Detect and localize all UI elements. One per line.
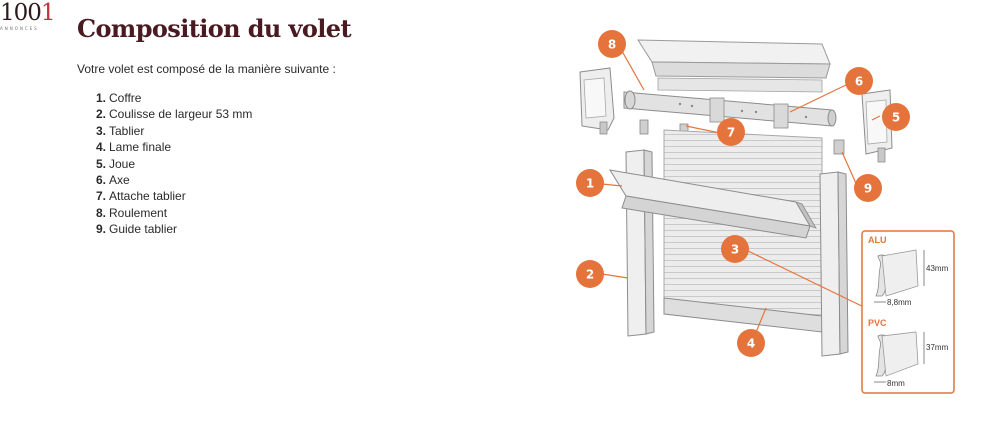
pvc-thickness: 8mm — [887, 379, 905, 388]
list-item: 2.Coulisse de largeur 53 mm — [95, 107, 253, 122]
guide-tablier-part — [833, 139, 845, 155]
badge-3: 3 — [721, 235, 749, 263]
back-rail-part — [657, 77, 823, 93]
right-joue-part — [861, 89, 893, 163]
pvc-slat-profile — [874, 331, 925, 383]
badge-5: 5 — [882, 103, 910, 131]
badge-9: 9 — [854, 174, 882, 202]
svg-text:9: 9 — [864, 182, 872, 196]
badge-6: 6 — [845, 67, 873, 95]
brand-logo[interactable]: 1001 ANNONCES — [0, 2, 70, 32]
slat-dimension-inset: ALU 43mm 8,8mm PVC 37mm 8mm — [861, 230, 955, 394]
intro-text: Votre volet est composé de la manière su… — [77, 62, 336, 76]
coffre-front-part — [608, 169, 817, 239]
page-title: Composition du volet — [77, 14, 352, 43]
badge-2: 2 — [576, 260, 604, 288]
badge-8: 8 — [598, 30, 626, 58]
logo-tagline: ANNONCES — [0, 26, 39, 31]
list-item: 3.Tablier — [95, 123, 145, 138]
pvc-title: PVC — [868, 318, 887, 328]
list-item: 1.Coffre — [95, 91, 142, 105]
list-item: 8.Roulement — [95, 205, 168, 220]
list-item: 7.Attache tablier — [95, 189, 186, 204]
svg-text:4: 4 — [747, 337, 755, 351]
pvc-height: 37mm — [926, 343, 949, 352]
svg-text:7: 7 — [727, 126, 735, 140]
badge-4: 4 — [737, 329, 765, 357]
svg-text:8: 8 — [608, 38, 616, 52]
shutter-exploded-diagram: 1 2 3 4 5 6 7 8 9 ALU 43mm 8,8mm PVC 37m… — [576, 30, 955, 394]
alu-title: ALU — [868, 235, 887, 245]
list-item: 9.Guide tablier — [95, 222, 178, 237]
right-coulisse-part — [819, 171, 849, 357]
badge-1: 1 — [576, 169, 604, 197]
alu-height: 43mm — [926, 264, 949, 273]
left-joue-part — [579, 67, 615, 135]
alu-slat-profile — [874, 249, 925, 303]
svg-text:2: 2 — [586, 268, 594, 282]
coffre-top-part — [637, 39, 831, 79]
svg-text:6: 6 — [855, 75, 863, 89]
logo-number: 1001 — [0, 0, 56, 26]
svg-text:5: 5 — [892, 111, 900, 125]
list-item: 4.Lame finale — [95, 140, 172, 155]
svg-text:1: 1 — [586, 177, 594, 191]
axe-part — [623, 90, 837, 129]
list-item: 6.Axe — [95, 173, 130, 188]
svg-text:3: 3 — [731, 243, 739, 257]
list-item: 5.Joue — [95, 156, 136, 171]
alu-thickness: 8,8mm — [887, 298, 912, 307]
badge-7: 7 — [717, 118, 745, 146]
parts-list: 1.Coffre 2.Coulisse de largeur 53 mm 3.T… — [77, 90, 252, 238]
